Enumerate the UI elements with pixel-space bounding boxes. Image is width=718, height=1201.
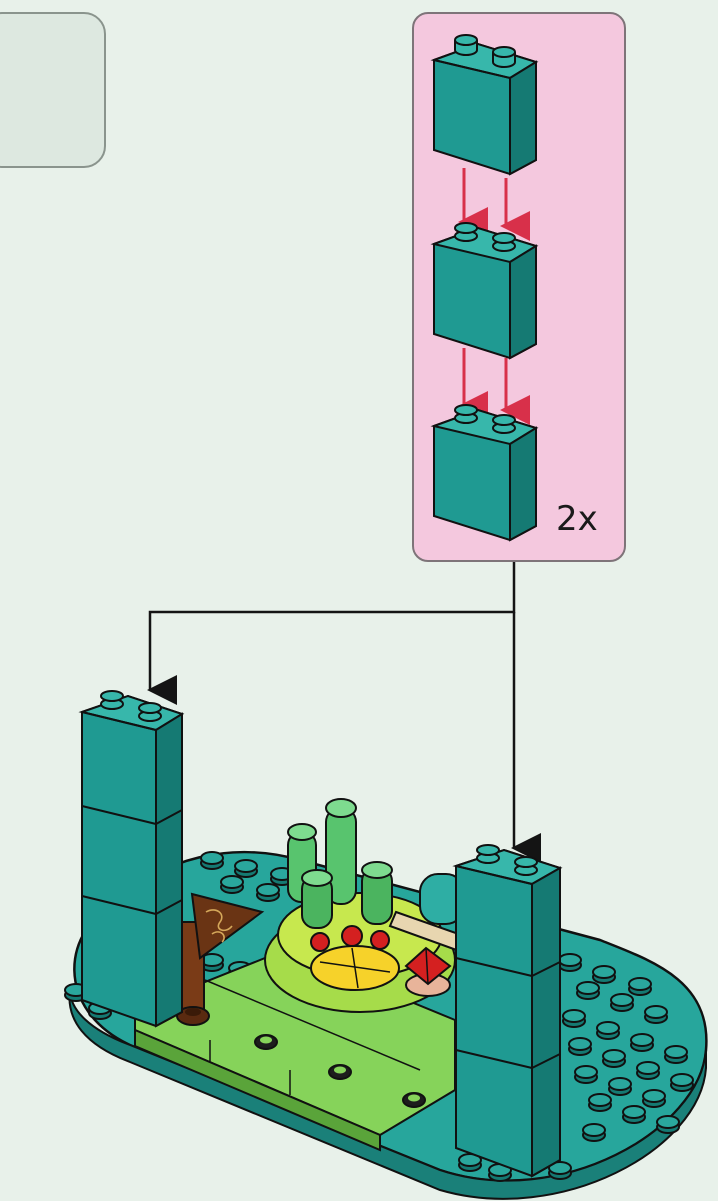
base-stud-top xyxy=(582,1123,606,1137)
base-stud-top xyxy=(608,1077,632,1091)
right-tower xyxy=(452,844,563,1178)
submodel-count-label: 2x xyxy=(556,499,598,539)
base-stud-top xyxy=(664,1045,688,1059)
placement-arrows xyxy=(147,562,541,863)
submodel-brick-bottom xyxy=(430,404,539,542)
submodel-brick-top xyxy=(430,34,539,176)
base-stud-top xyxy=(574,1065,598,1079)
base-stud-top xyxy=(636,1061,660,1075)
base-stud-top xyxy=(562,1009,586,1023)
base-stud-top xyxy=(628,977,652,991)
base-stud-top xyxy=(592,965,616,979)
base-stud-top xyxy=(670,1073,694,1087)
previous-step-box xyxy=(0,12,106,168)
base-stud-top xyxy=(568,1037,592,1051)
base-stud-top xyxy=(256,883,280,897)
base-stud-top xyxy=(644,1005,668,1019)
red-gem-icon xyxy=(404,946,452,986)
left-tower xyxy=(78,690,185,1028)
base-stud-top xyxy=(220,875,244,889)
base-stud-top xyxy=(602,1049,626,1063)
base-stud-top xyxy=(596,1021,620,1035)
side-arm-pieces xyxy=(388,873,472,997)
base-stud-top xyxy=(200,851,224,865)
base-stud-top xyxy=(576,981,600,995)
flag-icon xyxy=(176,892,265,1026)
base-stud-top xyxy=(548,1161,572,1175)
base-stud-top xyxy=(656,1115,680,1129)
submodel-brick-middle xyxy=(430,222,539,360)
green-cone-trees xyxy=(287,798,393,929)
base-stud-top xyxy=(234,859,258,873)
base-stud-top xyxy=(610,993,634,1007)
base-stud-top xyxy=(588,1093,612,1107)
base-stud-top xyxy=(558,953,582,967)
base-stud-top xyxy=(622,1105,646,1119)
base-stud-top xyxy=(630,1033,654,1047)
base-stud-top xyxy=(642,1089,666,1103)
